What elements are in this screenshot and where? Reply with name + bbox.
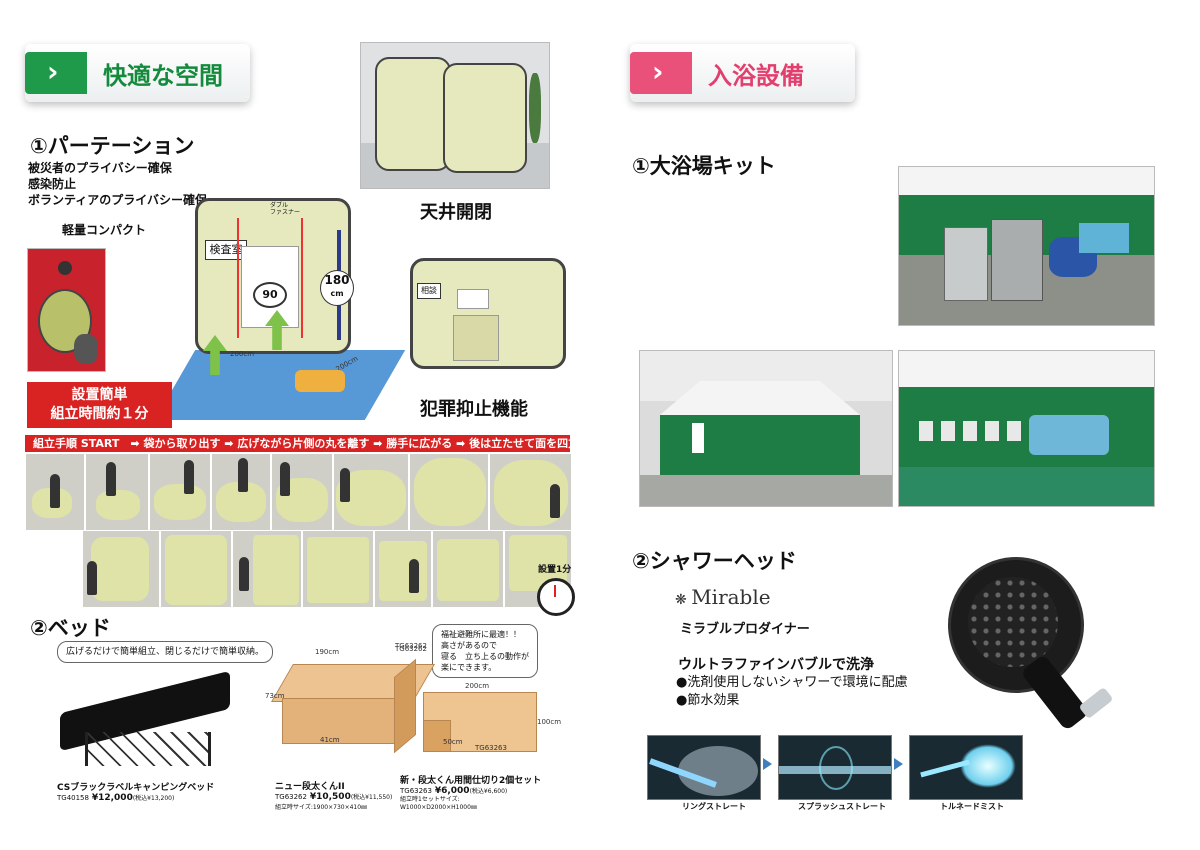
code-label: TG63262 [395,645,427,653]
code-label: TG63263 [475,744,507,752]
cardboard-partition-image: 200cm 100cm 50cm TG63263 [415,680,561,760]
benefit-item: 被災者のプライバシー確保 [28,161,172,175]
section-banner-bath: › 入浴設備 [630,44,855,102]
product-caption: 新・段太くん用間仕切り2個セット TG63263 ¥6,000(税込¥6,600… [400,776,542,811]
timer-icon [537,578,575,616]
sparkle-icon: ❋ [675,592,692,608]
mode-photo-ring [647,735,761,800]
dim-label: 41cm [320,736,340,744]
feature-item: ●洗剤使用しないシャワーで環境に配慮 [676,675,908,690]
steps-row-1 [25,453,572,531]
feature-list: ●洗剤使用しないシャワーで環境に配慮 ●節水効果 [676,674,908,710]
arrow-right-icon [763,758,772,770]
dim-label: 73cm [265,692,285,700]
mode-caption: トルネードミスト [940,802,1004,811]
compact-label: 軽量コンパクト [62,223,147,237]
width-dim: 200cm [230,350,255,358]
mode-caption: スプラッシュストレート [798,802,886,811]
arrow-right-icon [894,758,903,770]
section-banner-comfort: › 快適な空間 [25,44,250,102]
tent-sign: 相談 [417,283,441,299]
benefit-list: 被災者のプライバシー確保 感染防止 ボランティアのプライバシー確保 [28,160,207,208]
benefit-item: 感染防止 [28,177,77,191]
product-name: ミラブルプロダイナー [680,622,810,637]
bath-tent-exterior-photo [639,350,893,507]
left-page: › 快適な空間 ①パーテーション 被災者のプライバシー確保 感染防止 ボランティ… [25,0,601,850]
dim-label: 190cm [315,648,340,656]
ceiling-label: 天井開閉 [420,202,492,223]
timer-label: 設置1分 [538,565,572,575]
chevron-right-icon: › [47,55,59,88]
setup-badge: 設置簡単 組立時間約１分 [27,382,172,428]
bed-bubble-1: 広げるだけで簡単組立、閉じるだけで簡単収納。 [57,641,274,663]
tagline: ウルトラファインバブルで洗浄 [678,657,874,673]
bed-heading: ②ベッド [30,616,111,640]
dim-label: 100cm [537,718,562,726]
angle-badge: 90 [253,282,287,308]
dim-label: 50cm [443,738,463,746]
dim-label: 200cm [465,682,490,690]
tents-photo [360,42,550,189]
shower-heading: ②シャワーヘッド [632,549,797,573]
assembly-steps-bar: 組立手順 START ➡ 袋から取り出す ➡ 広げながら片側の丸を離す ➡ 勝手… [25,435,570,452]
feature-item: ●節水効果 [676,693,740,708]
section-title: 快適な空間 [103,62,223,90]
partition-heading: ①パーテーション [30,134,195,158]
brand-logo: ❋ Mirable [675,585,771,609]
cardboard-bed-image: 190cm 73cm 41cm TG63262 [265,640,435,754]
right-page: › 入浴設備 ①大浴場キット ②シャワーヘッド ❋ Mirable ミラブルプロ… [600,0,1200,850]
bath-equipment-photo [898,166,1155,326]
chevron-right-icon: › [652,55,664,88]
bath-tent-interior-photo [898,350,1155,507]
compact-photo [27,248,106,372]
camping-bed-image [55,662,240,772]
product-caption: CSブラックラベルキャンピングベッド TG40158 ¥12,000(税込¥13… [57,783,215,803]
section-title: 入浴設備 [708,62,804,90]
steps-row-2 [82,530,572,608]
product-caption: ニュー段太くんII TG63262 ¥10,500(税込¥11,550) 組立時… [275,782,393,811]
code-label: TG63262 [395,642,427,650]
bed-bubble-2: 福祉避難所に最適！！ 高さがあるので 寝る 立ち上るの動作が 楽にできます。 [432,624,538,678]
door-label: ダブル ファスナー [270,202,301,216]
shower-head-image [925,534,1160,735]
mode-caption: リングストレート [682,802,746,811]
bath-heading: ①大浴場キット [632,154,776,178]
mode-photo-tornado [909,735,1023,800]
crime-tent: 相談 [410,258,566,369]
crime-label: 犯罪抑止機能 [420,399,528,420]
mode-photo-splash [778,735,892,800]
benefit-item: ボランティアのプライバシー確保 [28,193,208,207]
